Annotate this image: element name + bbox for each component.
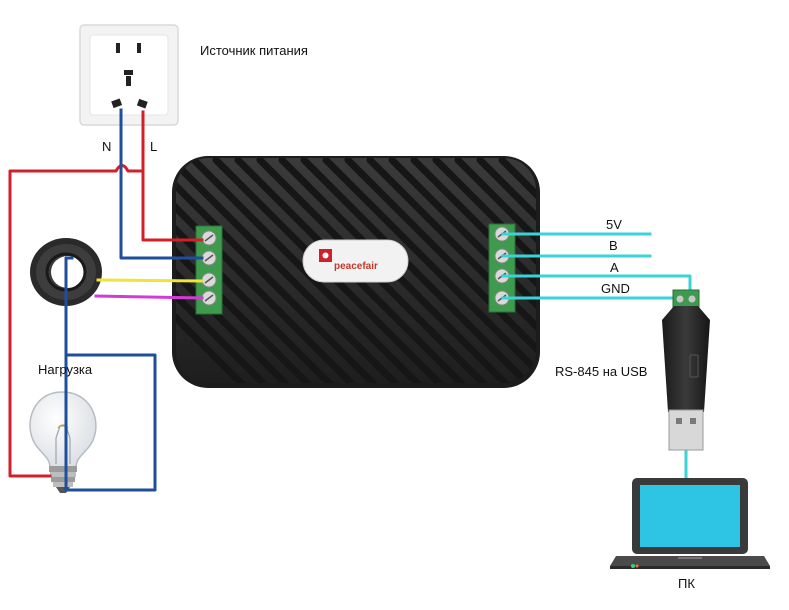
ct-wire-magenta [94, 294, 204, 300]
indicator-dot [635, 564, 639, 568]
meter-rib [176, 158, 384, 383]
meter-rib [744, 160, 789, 390]
neutral-wire-to-load [64, 256, 157, 492]
label-load: Нагрузка [38, 362, 93, 377]
screw-slot [204, 276, 214, 284]
meter-rib [176, 158, 296, 383]
meter-rib [722, 160, 789, 390]
meter-rib [700, 160, 789, 390]
meter-rib [366, 158, 536, 383]
screw-slot [204, 294, 214, 302]
brand-logo: peacefair [334, 261, 378, 272]
label-live: L [150, 139, 158, 154]
laptop-icon [610, 478, 770, 569]
label-a: A [610, 260, 619, 275]
screw-slot [204, 234, 214, 242]
usb-adapter [662, 289, 710, 451]
neutral-wire [119, 108, 204, 260]
label-b: B [609, 238, 618, 253]
meter-device [172, 156, 789, 390]
meter-rib [322, 158, 536, 383]
meter-rib [432, 158, 536, 383]
meter-rib [176, 158, 362, 383]
ct-wire-yellow [96, 278, 204, 283]
meter-rib [176, 158, 274, 383]
live-wire [141, 110, 204, 242]
label-pc: ПК [678, 576, 695, 591]
label-neutral: N [102, 139, 112, 154]
meter-rib [454, 158, 536, 383]
meter-rib [476, 158, 536, 383]
label-adapter: RS-845 на USB [555, 364, 648, 379]
meter-rib [766, 160, 789, 390]
label-5v: 5V [606, 217, 622, 232]
label-power-source: Источник питания [200, 43, 308, 58]
meter-rib [344, 158, 536, 383]
meter-rib [300, 158, 536, 383]
meter-rib [176, 158, 252, 383]
screw-slot [204, 254, 214, 262]
label-gnd: GND [601, 281, 630, 296]
light-bulb-icon [29, 391, 97, 493]
data-wire-a [501, 274, 692, 298]
meter-rib [176, 158, 406, 383]
power-socket [79, 24, 179, 126]
